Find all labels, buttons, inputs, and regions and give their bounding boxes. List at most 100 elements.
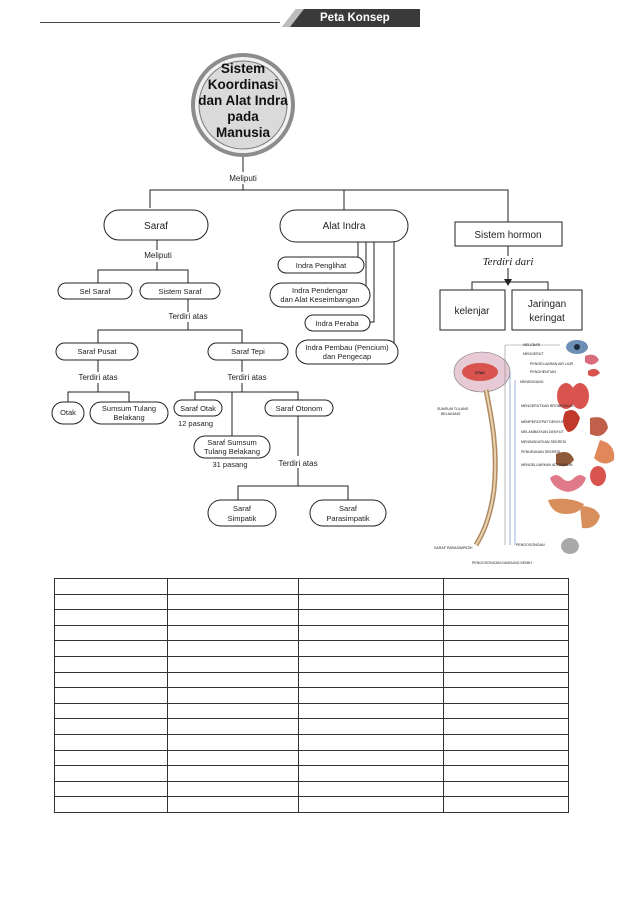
table-cell (167, 593, 299, 611)
label-meliputi-main: Meliputi (229, 174, 257, 183)
concept-map-diagram: Sistem Koordinasi dan Alat Indra pada Ma… (51, 53, 615, 565)
node-saraf: Saraf (103, 209, 209, 241)
table-cell (54, 796, 168, 813)
table-cell (298, 655, 444, 673)
label-terdiri-atas-pusat: Terdiri atas (78, 373, 117, 382)
node-jaringan-keringat: Jaringan keringat (511, 289, 583, 331)
svg-text:Sistem Saraf: Sistem Saraf (159, 287, 203, 296)
svg-text:Indra Pembau (Pencium): Indra Pembau (Pencium) (305, 343, 389, 352)
svg-text:Indra Penglihat: Indra Penglihat (296, 261, 347, 270)
table-row (54, 624, 569, 642)
svg-text:BELAKANG: BELAKANG (441, 412, 461, 416)
svg-text:Indra Peraba: Indra Peraba (315, 319, 359, 328)
table-cell (443, 765, 569, 782)
table-cell (167, 780, 299, 798)
svg-text:Saraf Sumsum: Saraf Sumsum (207, 438, 257, 447)
node-indra-pembau: Indra Pembau (Pencium) dan Pengecap (295, 339, 399, 365)
table-cell (54, 640, 168, 657)
table-cell (54, 733, 168, 751)
svg-text:PENGELUARAN AIR LIUR: PENGELUARAN AIR LIUR (530, 362, 574, 366)
table-cell (54, 718, 168, 735)
table-row (54, 687, 569, 704)
table-cell (298, 718, 444, 735)
svg-text:MENGERUTKAN BRONKIOLUS: MENGERUTKAN BRONKIOLUS (521, 404, 574, 408)
table-cell (298, 780, 444, 798)
svg-text:SARAF PARASIMPATIK: SARAF PARASIMPATIK (434, 546, 473, 550)
table-cell (167, 609, 299, 626)
center-line-2: Koordinasi (208, 77, 279, 92)
table-cell (298, 749, 444, 767)
table-row (54, 609, 569, 626)
svg-text:PENGOSONGAN KANDUNG KEMIH: PENGOSONGAN KANDUNG KEMIH (472, 561, 532, 565)
table-row (54, 593, 569, 611)
table-cell (298, 733, 444, 751)
svg-text:Indra Pendengar: Indra Pendengar (292, 286, 348, 295)
svg-text:PENGHENTIAN: PENGHENTIAN (530, 370, 556, 374)
table-cell (54, 749, 168, 767)
arrowheads (504, 279, 512, 286)
table-row (54, 671, 569, 689)
table-cell (54, 687, 168, 704)
svg-text:Otak: Otak (60, 408, 76, 417)
table-row (54, 749, 569, 767)
table-cell (443, 593, 569, 611)
label-meliputi-saraf: Meliputi (144, 251, 172, 260)
table-cell (443, 702, 569, 720)
table-cell (54, 655, 168, 673)
nervous-system-illustration: OTAK SUMSUM TULANG BELAKANG SARAF PARASI… (434, 340, 615, 565)
table-cell (298, 640, 444, 657)
table-cell (298, 687, 444, 704)
node-kelenjar: kelenjar (439, 289, 506, 331)
label-terdiri-atas-tepi: Terdiri atas (227, 373, 266, 382)
svg-text:Sel Saraf: Sel Saraf (80, 287, 112, 296)
concept-map-tab (282, 9, 420, 27)
table-row (54, 780, 569, 798)
center-line-4: pada (227, 109, 259, 124)
table-cell (167, 733, 299, 751)
concept-map-title: Peta Konsep (320, 12, 390, 24)
svg-text:dan Alat Keseimbangan: dan Alat Keseimbangan (280, 295, 359, 304)
table-cell (298, 593, 444, 611)
table-cell (167, 718, 299, 735)
center-line-1: Sistem (221, 61, 265, 76)
label-saraf-otak-count: 12 pasang (178, 419, 213, 428)
node-sumsum-pusat: Sumsum Tulang Belakang (89, 401, 169, 425)
table-row (54, 655, 569, 673)
table-cell (298, 578, 444, 595)
table-cell (167, 749, 299, 767)
svg-text:Saraf Pusat: Saraf Pusat (77, 347, 117, 356)
table-cell (443, 796, 569, 813)
node-saraf-tepi: Saraf Tepi (207, 342, 289, 361)
label-terdiri-atas-otonom: Terdiri atas (278, 459, 317, 468)
blank-worksheet-table (54, 578, 569, 813)
label-sumsum-count: 31 pasang (212, 460, 247, 469)
table-cell (54, 609, 168, 626)
center-line-5: Manusia (216, 125, 271, 140)
table-row (54, 733, 569, 751)
table-cell (54, 624, 168, 642)
table-cell (54, 671, 168, 689)
node-saraf-otonom: Saraf Otonom (264, 399, 334, 417)
node-sel-saraf: Sel Saraf (57, 282, 133, 300)
svg-text:PENGOSONGAN: PENGOSONGAN (516, 543, 545, 547)
node-indra-pendengar: Indra Pendengar dan Alat Keseimbangan (269, 282, 371, 308)
table-cell (54, 780, 168, 798)
label-terdiri-dari: Terdiri dari (483, 256, 534, 268)
header-rule (40, 22, 280, 23)
table-cell (443, 749, 569, 767)
node-alat-indra: Alat Indra (279, 209, 409, 243)
table-cell (443, 655, 569, 673)
svg-text:Saraf: Saraf (144, 221, 168, 232)
node-saraf-pusat: Saraf Pusat (55, 342, 139, 361)
table-cell (54, 702, 168, 720)
svg-text:MENINGKATKAN SEKRESI: MENINGKATKAN SEKRESI (521, 440, 566, 444)
table-cell (167, 671, 299, 689)
svg-text:Saraf: Saraf (339, 504, 358, 513)
table-cell (443, 687, 569, 704)
table-row (54, 718, 569, 735)
table-cell (298, 765, 444, 782)
svg-text:SUMSUM TULANG: SUMSUM TULANG (437, 407, 469, 411)
center-node: Sistem Koordinasi dan Alat Indra pada Ma… (191, 53, 295, 157)
node-saraf-otak: Saraf Otak (173, 399, 223, 417)
node-saraf-simpatik: Saraf Simpatik (207, 499, 277, 527)
